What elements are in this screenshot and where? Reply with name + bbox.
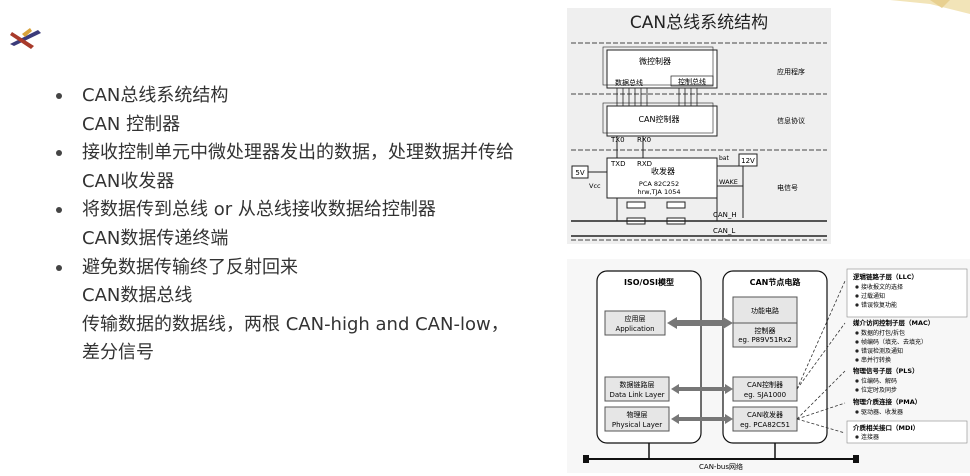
12v-label: 12V (741, 157, 755, 165)
bat-label: bat (719, 155, 729, 162)
node-cantx-cn: CAN收发器 (747, 410, 783, 419)
pma-item: 驱动器、收发器 (861, 408, 903, 416)
vcc-label: Vcc (589, 182, 601, 190)
mdi-title: 介质相关接口（MDI） (852, 423, 919, 432)
rx0-label: RX0 (637, 136, 651, 144)
iso-app-en: Application (615, 325, 654, 333)
data-bus-label: 数据总线 (615, 78, 643, 87)
pma-title: 物理介质连接（PMA） (853, 397, 921, 406)
bullet-item: 避免数据传输终了反射回来 (50, 254, 570, 283)
pls-item: 位编码、解码 (861, 377, 897, 385)
pls-item: 位定时及同步 (861, 386, 897, 394)
bullet-item: 将数据传到总线 or 从总线接收数据给控制器 (50, 196, 570, 225)
mac-title: 媒介访问控制子层（MAC） (853, 318, 934, 327)
llc-item: 接收报文的选择 (861, 283, 903, 291)
micro-label: 微控制器 (639, 56, 671, 66)
iso-app-cn: 应用层 (625, 314, 646, 323)
node-ctl-en: eg. P89V51Rx2 (738, 336, 791, 344)
bullet-subitem: CAN收发器 (82, 170, 175, 192)
mac-item: 帧编码（填充、去填充） (861, 338, 927, 346)
llc-item: 过载通知 (861, 292, 885, 300)
iso-dll-cn: 数据链路层 (620, 380, 655, 389)
node-func: 功能电路 (751, 306, 779, 315)
mdi-item: 连接器 (861, 433, 879, 441)
bullet-subitem: 差分信号 (82, 342, 154, 364)
5v-label: 5V (575, 169, 584, 177)
iso-phy-cn: 物理层 (627, 410, 648, 419)
layer-app-label: 应用程序 (777, 67, 805, 76)
logo-icon (10, 28, 41, 49)
can-controller-label: CAN控制器 (638, 114, 679, 124)
iso-title: ISO/OSI模型 (624, 277, 674, 287)
chip2-label: hrw,TJA 1054 (637, 188, 680, 196)
ctrl-bus-label: 控制总线 (678, 77, 706, 86)
osi-can-node-diagram: ISO/OSI模型 应用层 Application 数据链路层 Data Lin… (567, 259, 970, 473)
mac-item: 数据的打包/拆包 (861, 329, 905, 337)
node-ctl-cn: 控制器 (755, 326, 776, 335)
transceiver-label: 收发器 (651, 166, 675, 176)
mac-item: 串并行转换 (861, 356, 891, 364)
bullet-item: CAN总线系统结构 (50, 82, 570, 111)
llc-item: 错误恢复功能 (861, 301, 897, 309)
iso-phy-en: Physical Layer (612, 421, 662, 429)
bus-label: CAN-bus网络 (699, 462, 743, 471)
node-canctl-en: eg. SJA1000 (744, 391, 786, 399)
bullet-subitem: CAN数据总线 (82, 285, 193, 307)
bullet-subitem: CAN数据传递终端 (82, 227, 229, 249)
corner-decoration (890, 0, 970, 14)
can-h-label: CAN_H (713, 211, 737, 219)
node-title: CAN节点电路 (750, 277, 802, 287)
chip1-label: PCA 82C252 (639, 180, 679, 188)
bullet-item: 接收控制单元中微处理器发出的数据，处理数据并传给 (50, 139, 570, 168)
fig-top-title: CAN总线系统结构 (630, 13, 768, 33)
iso-dll-en: Data Link Layer (609, 391, 664, 399)
bullet-subitem: 传输数据的数据线，两根 CAN-high and CAN-low， (82, 313, 509, 335)
mac-item: 错误检测及通知 (861, 347, 903, 355)
pls-title: 物理信号子层（PLS） (853, 366, 919, 375)
bullet-subitem: CAN 控制器 (82, 113, 181, 135)
rxd-label: RXD (637, 160, 652, 168)
node-canctl-cn: CAN控制器 (747, 380, 783, 389)
wake-label: WAKE (719, 178, 738, 186)
llc-title: 逻辑链路子层（LLC） (853, 272, 918, 281)
node-cantx-en: eg. PCA82C51 (740, 421, 790, 429)
txd-label: TXD (610, 160, 625, 168)
can-l-label: CAN_L (713, 227, 735, 235)
layer-protocol-label: 信息协议 (777, 116, 805, 125)
bullet-list: CAN总线系统结构 CAN 控制器 接收控制单元中微处理器发出的数据，处理数据并… (50, 82, 570, 368)
can-system-diagram: CAN总线系统结构 微控制器 数据总线 控制总线 应用程序 CAN控制器 信息协… (567, 8, 831, 244)
layer-signal-label: 电信号 (777, 183, 798, 192)
